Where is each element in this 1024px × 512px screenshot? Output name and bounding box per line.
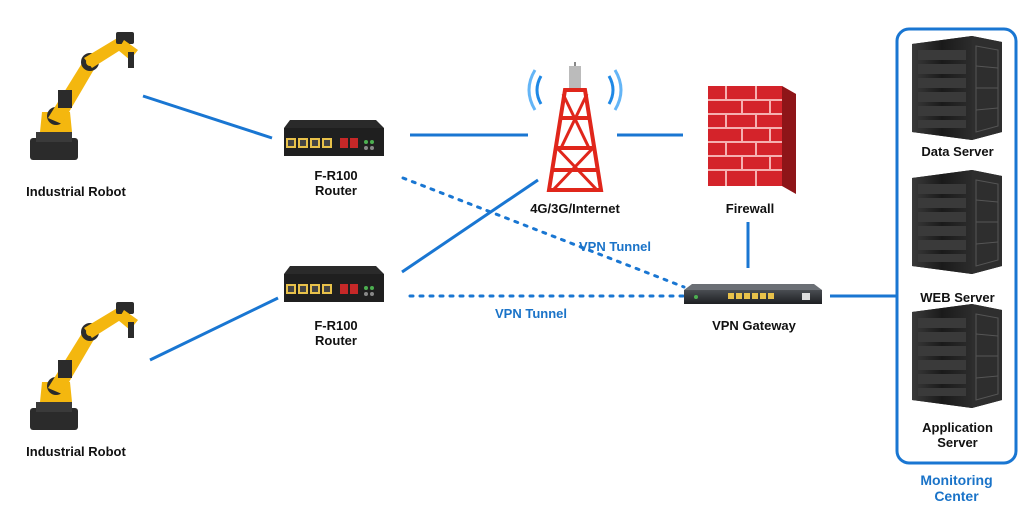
industrial-robot-icon: [30, 302, 138, 430]
application-server-line2: Server: [937, 435, 978, 450]
vpn-tunnel-label-bottom: VPN Tunnel: [495, 306, 567, 321]
web-server-label: WEB Server: [920, 290, 995, 305]
router-type: Router: [315, 183, 357, 198]
link-robot1-router1: [142, 94, 273, 140]
application-server-line1: Application: [922, 420, 993, 435]
monitoring-center-line1: Monitoring: [920, 472, 993, 488]
application-server-label: Application Server: [899, 420, 1016, 450]
router-icon: [284, 120, 384, 156]
monitoring-center-frame: [895, 27, 1018, 465]
industrial-robot-icon: [30, 32, 138, 160]
monitoring-center-label: Monitoring Center: [897, 472, 1016, 504]
link-router2-tower: [401, 178, 539, 274]
vpn-tunnel-line-top: [401, 176, 686, 289]
vpn-gateway-icon: [684, 284, 822, 304]
server-rack-icon: [911, 303, 1003, 409]
router-label-bottom: F-R100 Router: [286, 318, 386, 348]
firewall-icon: [708, 86, 796, 194]
vpn-gateway-label: VPN Gateway: [712, 318, 796, 333]
router-type: Router: [315, 333, 357, 348]
internet-label: 4G/3G/Internet: [530, 201, 620, 216]
router-model: F-R100: [314, 168, 358, 183]
robot-label-top: Industrial Robot: [26, 184, 126, 199]
router-model: F-R100: [314, 318, 358, 333]
router-label-top: F-R100 Router: [286, 168, 386, 198]
server-rack-icon: [911, 35, 1003, 141]
cell-tower-icon: [527, 62, 623, 192]
link-robot2-router2: [149, 296, 279, 362]
router-icon: [284, 266, 384, 302]
vpn-tunnel-label-top: VPN Tunnel: [579, 239, 651, 254]
robot-label-bottom: Industrial Robot: [26, 444, 126, 459]
server-rack-icon: [911, 169, 1003, 275]
data-server-label: Data Server: [921, 144, 994, 159]
firewall-label: Firewall: [725, 201, 775, 216]
monitoring-center-line2: Center: [934, 488, 979, 504]
